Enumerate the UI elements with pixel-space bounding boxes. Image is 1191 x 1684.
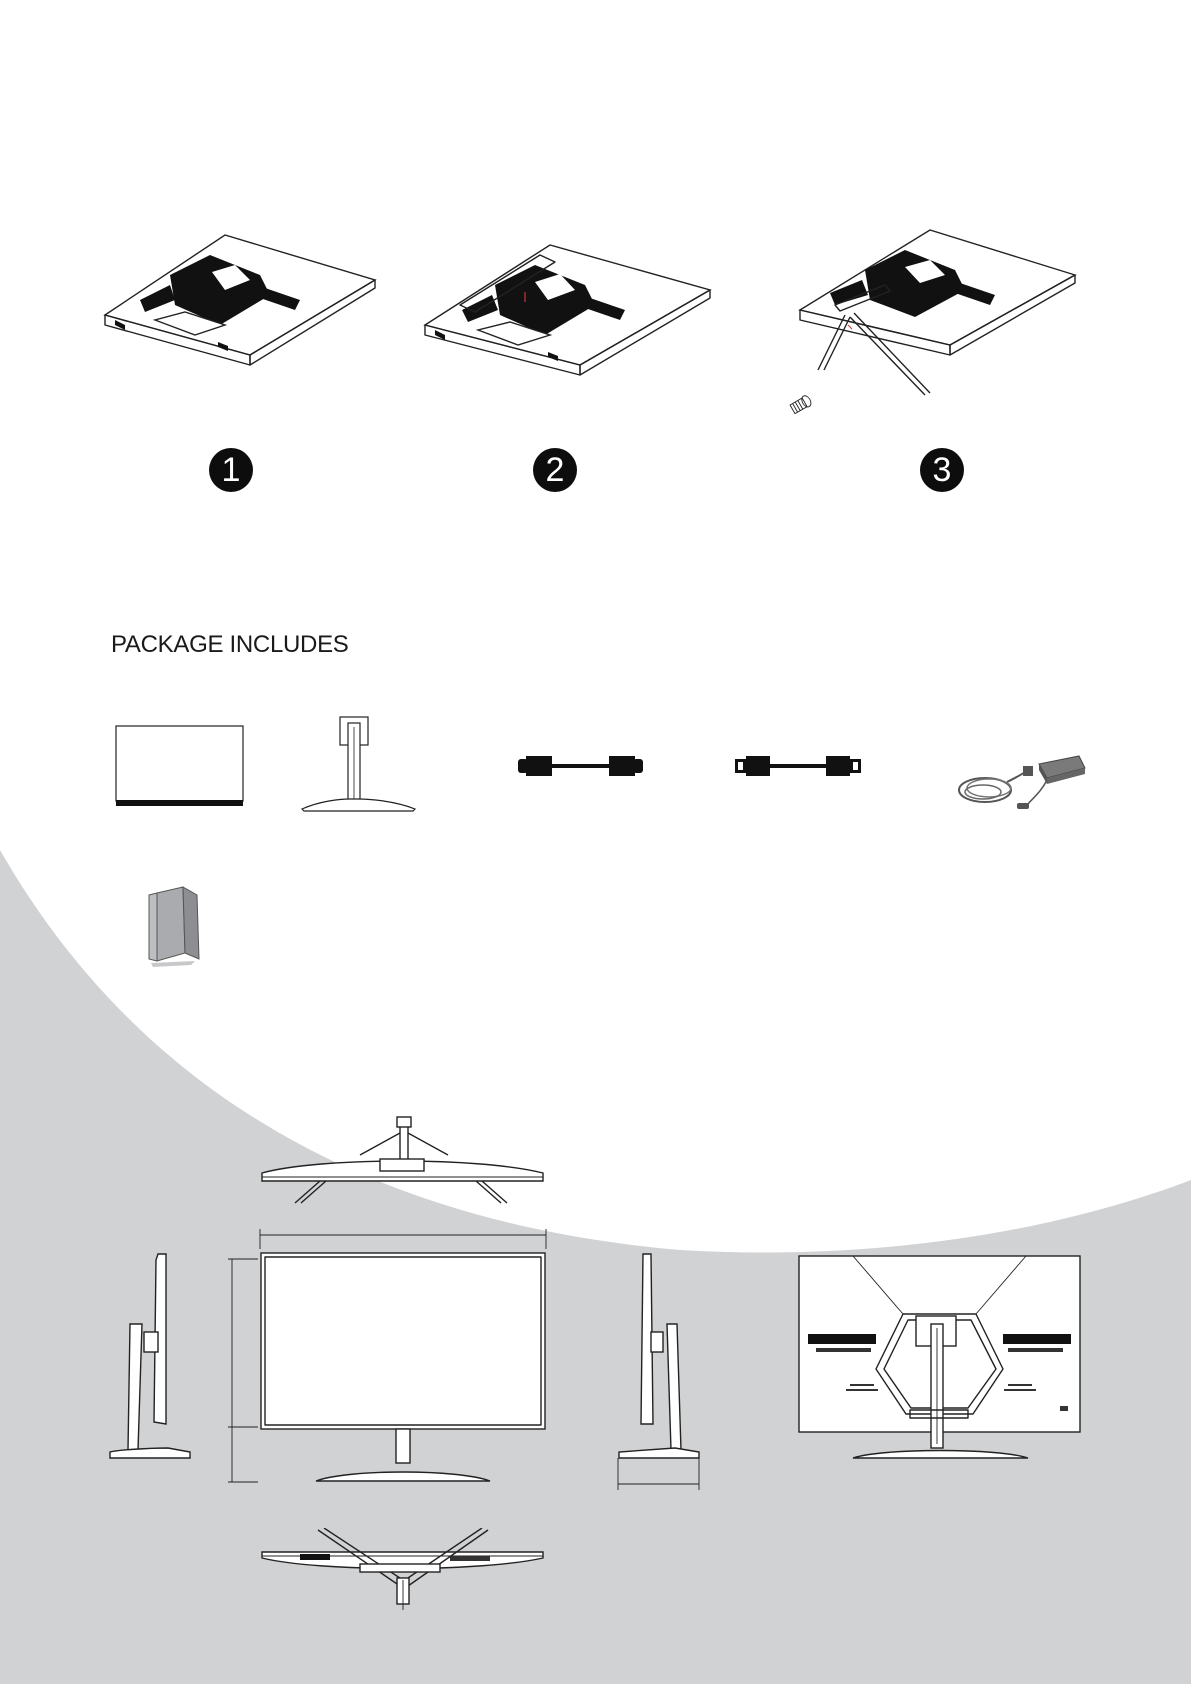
power-adapter-icon <box>955 750 1090 820</box>
cable-icon <box>518 753 643 779</box>
package-includes-title: PACKAGE INCLUDES <box>111 631 349 659</box>
step-badge-2: 2 <box>533 448 577 492</box>
manual-icon <box>145 885 215 967</box>
rear-view-drawing <box>798 1254 1082 1460</box>
step-1-illustration <box>100 230 380 370</box>
left-side-view-drawing <box>108 1252 193 1460</box>
step-badge-3: 3 <box>920 448 964 492</box>
step-3-illustration <box>780 225 1080 435</box>
front-view-drawing <box>228 1225 550 1490</box>
step-2-illustration <box>420 240 715 380</box>
step-badge-1: 1 <box>209 448 253 492</box>
right-side-view-drawing <box>615 1252 705 1492</box>
cable-icon <box>735 753 861 779</box>
bottom-view-drawing <box>260 1528 545 1613</box>
monitor-icon <box>115 725 245 807</box>
top-view-drawing <box>260 1115 545 1205</box>
stand-icon <box>300 715 420 815</box>
